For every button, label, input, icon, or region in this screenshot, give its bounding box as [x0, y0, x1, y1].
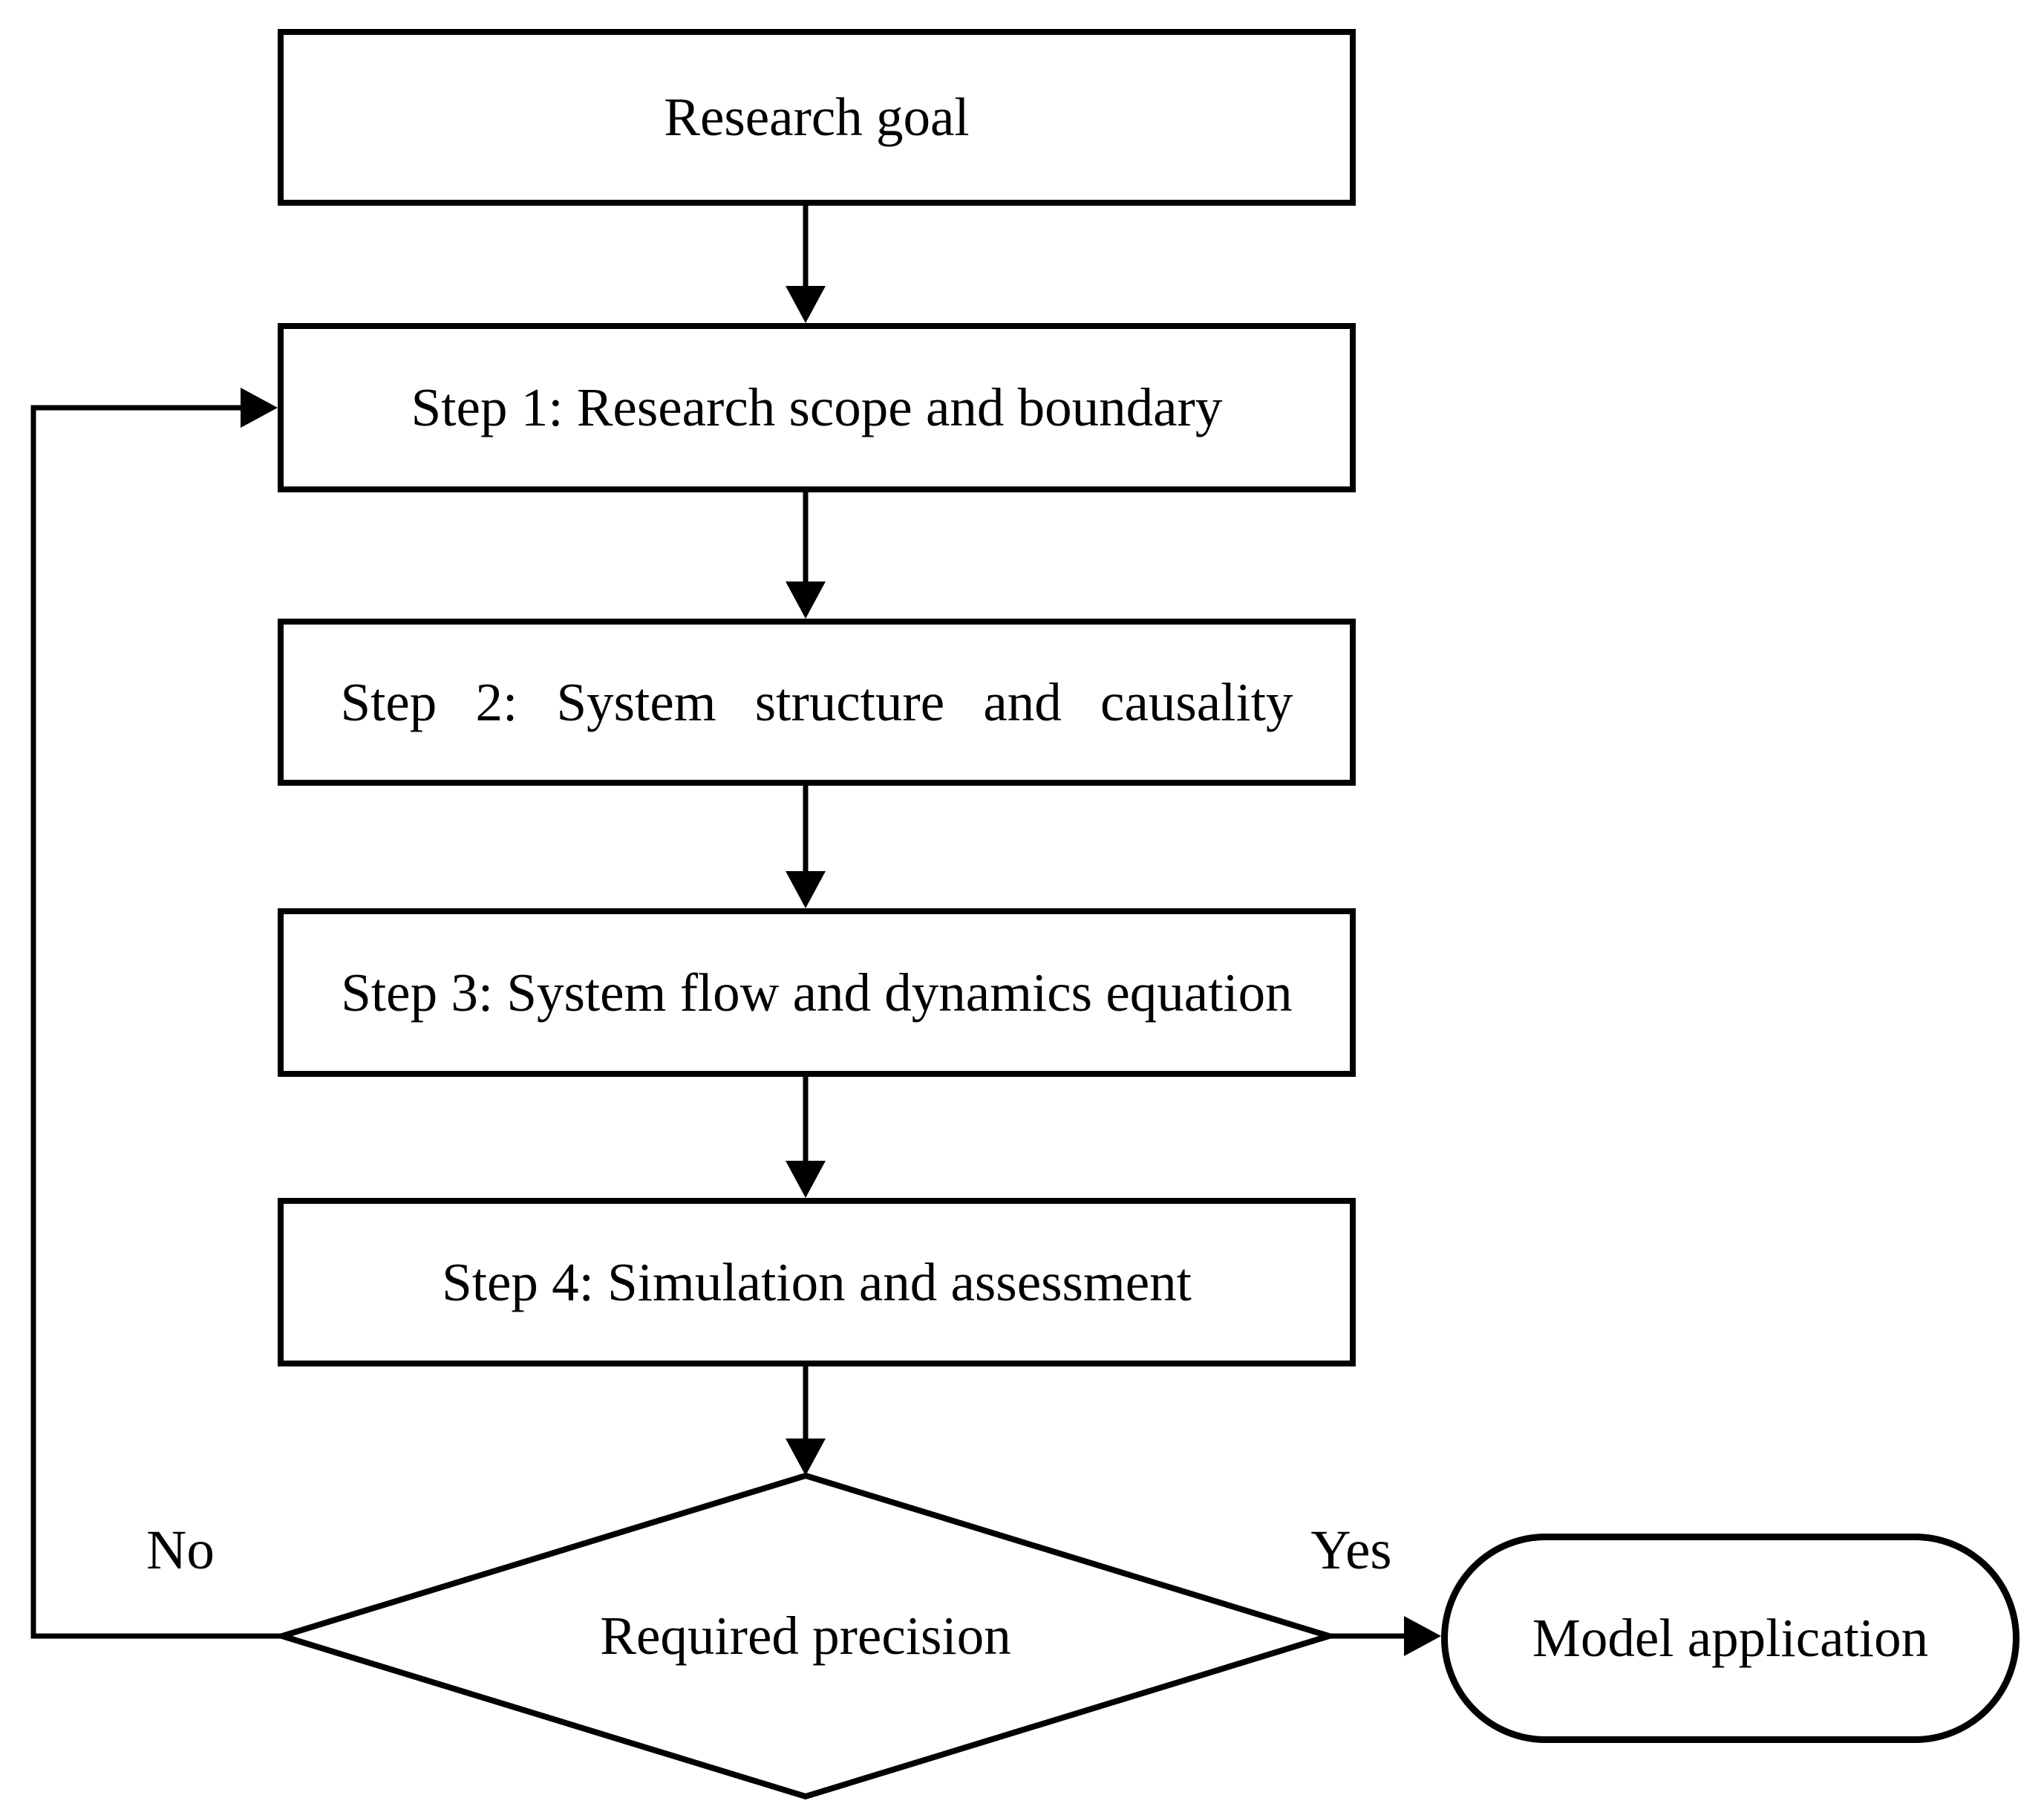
arrow-decision-to-step1-loop: [30, 405, 282, 1639]
step4-label: Step 4: Simulation and assessment: [442, 1251, 1192, 1312]
arrowhead-research-goal-to-step1: [786, 286, 826, 323]
arrowhead-step1-to-step2: [786, 581, 826, 619]
step2-box: Step 2: System structure and causality: [278, 619, 1356, 786]
no-branch-label: No: [146, 1519, 215, 1581]
yes-branch-label: Yes: [1310, 1519, 1392, 1581]
step4-box: Step 4: Simulation and assessment: [278, 1198, 1356, 1366]
arrowhead-step4-to-decision: [786, 1439, 826, 1476]
arrowhead-step2-to-step3: [786, 871, 826, 908]
research-goal-label: Research goal: [664, 87, 970, 148]
step1-box: Step 1: Research scope and boundary: [278, 323, 1356, 492]
step2-label: Step 2: System structure and causality: [340, 671, 1293, 732]
step1-label: Step 1: Research scope and boundary: [411, 377, 1223, 438]
model-application-box: Model application: [1441, 1534, 2019, 1743]
decision-label: Required precision: [600, 1606, 1011, 1666]
model-application-label: Model application: [1532, 1608, 1929, 1669]
step3-box: Step 3: System flow and dynamics equatio…: [278, 908, 1356, 1077]
decision-diamond-shape: [272, 1472, 1339, 1800]
step3-label: Step 3: System flow and dynamics equatio…: [341, 962, 1293, 1023]
arrowhead-decision-to-model-application: [1404, 1616, 1441, 1656]
arrowhead-step3-to-step4: [786, 1161, 826, 1198]
research-goal-box: Research goal: [278, 29, 1356, 206]
arrowhead-decision-to-step1-loop: [241, 388, 278, 428]
decision-diamond: Required precision: [471, 1580, 1140, 1692]
